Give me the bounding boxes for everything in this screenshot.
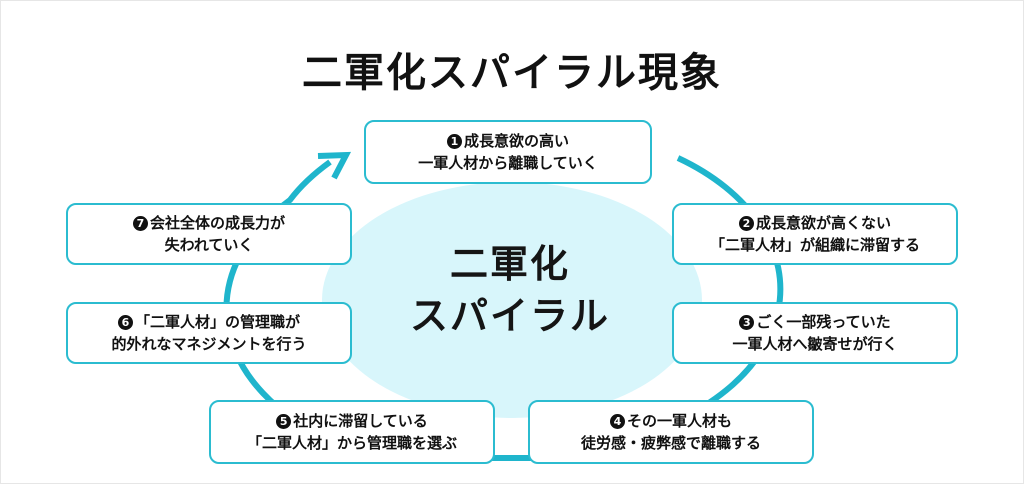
step-text-line2: 一軍人材へ皺寄せが行く: [732, 335, 898, 353]
step-text-line1: その一軍人材も: [626, 412, 732, 430]
center-label-line1: 二軍化: [449, 242, 570, 286]
step-text-line1: 会社全体の成長力が: [149, 214, 285, 232]
step-number-badge: 5: [276, 414, 292, 429]
center-label-line2: スパイラル: [409, 294, 610, 338]
page-title: 二軍化スパイラル現象: [302, 50, 722, 96]
step-number-badge: 4: [609, 414, 625, 429]
step-text-line2: 徒労感・疲弊感で離職する: [580, 434, 761, 452]
step-text-line2: 「二軍人材」から管理職を選ぶ: [246, 434, 457, 452]
step-text-line1: 成長意欲が高くない: [755, 214, 891, 232]
step-text-line1: 「二軍人材」の管理職が: [134, 313, 300, 331]
arrow-head-icon: [317, 151, 352, 180]
step-number-badge: 2: [738, 216, 754, 231]
center-label: 二軍化 スパイラル: [380, 238, 640, 342]
step-text-line2: 一軍人材から離職していく: [418, 154, 598, 172]
step-text-line2: 失われていく: [164, 236, 254, 254]
step-number-badge: 6: [117, 315, 133, 330]
step-text-line1: ごく一部残っていた: [756, 313, 891, 331]
step-number-badge: 7: [132, 216, 148, 231]
step-box-6: 6「二軍人材」の管理職が 的外れなマネジメントを行う: [66, 302, 352, 364]
step-number-badge: 1: [446, 134, 462, 149]
step-number-badge: 3: [739, 315, 755, 330]
step-text-line1: 成長意欲の高い: [463, 132, 569, 150]
center-ellipse: [322, 182, 702, 418]
step-text-line1: 社内に滞留している: [293, 412, 428, 430]
step-text-line2: 「二軍人材」が組織に滞留する: [709, 236, 920, 254]
step-text-line2: 的外れなマネジメントを行う: [111, 335, 307, 353]
